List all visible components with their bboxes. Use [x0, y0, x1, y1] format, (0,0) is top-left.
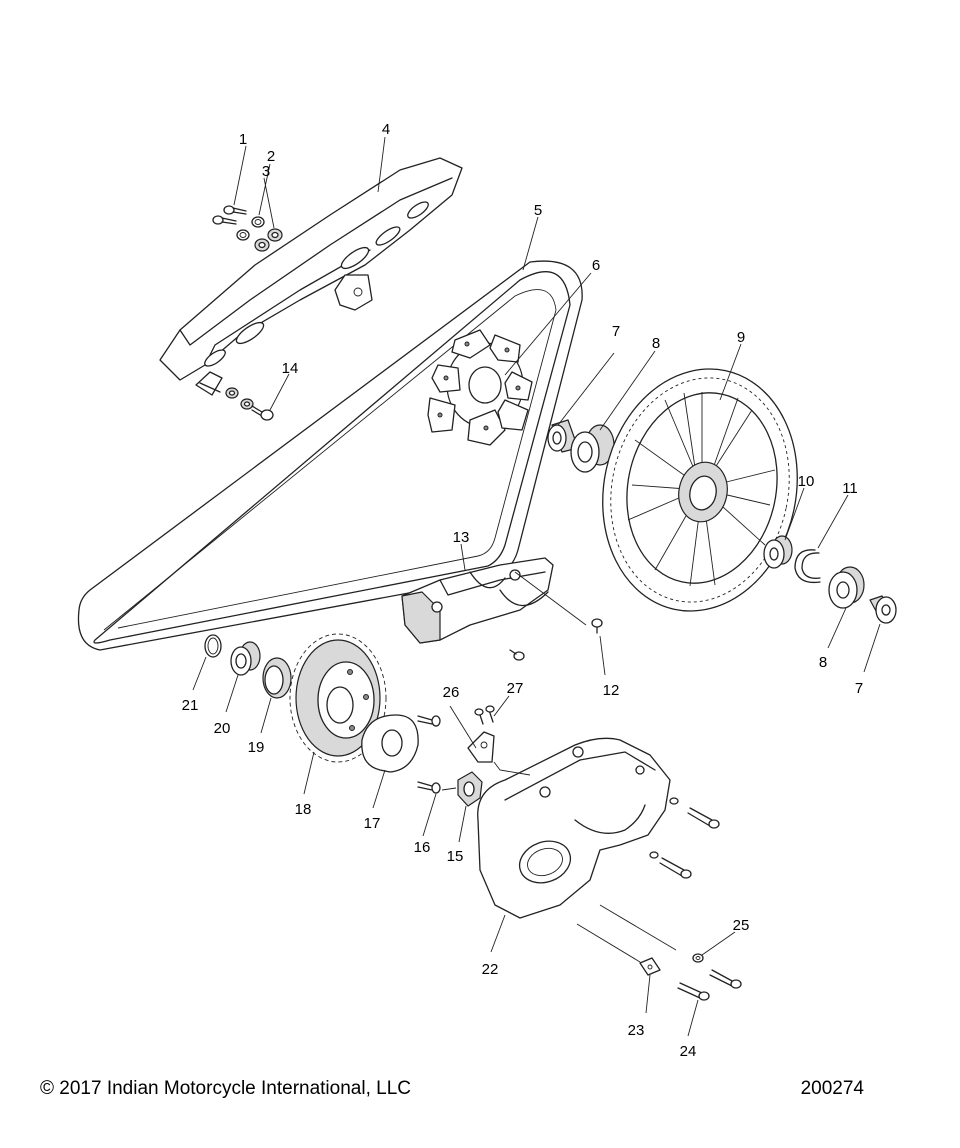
upper-belt-guard[interactable] — [159, 157, 463, 396]
callout-7-right: 7 — [855, 680, 863, 697]
callout-17: 17 — [364, 815, 381, 832]
front-sprocket[interactable] — [289, 633, 387, 763]
wheel-bearing-10[interactable] — [763, 535, 793, 569]
callout-27: 27 — [507, 680, 524, 697]
wheel-spacer-7-right[interactable] — [869, 595, 897, 624]
lock-plate-17[interactable] — [361, 714, 419, 773]
callout-24: 24 — [680, 1043, 697, 1060]
callout-7-left: 7 — [612, 323, 620, 340]
callout-10: 10 — [798, 473, 815, 490]
snap-ring-21[interactable] — [204, 634, 222, 658]
wheel-bearing-8-right[interactable] — [828, 566, 865, 609]
wheel-bearing-8-left[interactable] — [570, 424, 615, 473]
callout-8-left: 8 — [652, 335, 660, 352]
callout-1: 1 — [239, 131, 247, 148]
lower-guard-screw-12[interactable] — [509, 618, 603, 661]
callout-14: 14 — [282, 360, 299, 377]
bracket-screws-27[interactable] — [474, 705, 495, 725]
bracket-26[interactable] — [467, 731, 495, 763]
copyright-notice: © 2017 Indian Motorcycle International, … — [40, 1078, 411, 1099]
callout-26: 26 — [443, 684, 460, 701]
callout-labels: 1 2 3 4 5 6 7 8 9 10 11 12 13 14 15 16 1… — [182, 121, 864, 1060]
bearing-20[interactable] — [230, 641, 261, 676]
guard-nuts-3[interactable] — [254, 228, 283, 252]
callout-21: 21 — [182, 697, 199, 714]
cover-clip-23[interactable] — [639, 957, 661, 976]
sprocket-nut-15[interactable] — [457, 771, 483, 807]
callout-16: 16 — [414, 839, 431, 856]
guard-bolt-14[interactable] — [199, 382, 274, 421]
lower-belt-guard[interactable] — [401, 557, 554, 644]
cush-drive-damper[interactable] — [427, 329, 533, 446]
drawing-number: 200274 — [800, 1078, 864, 1099]
guard-screws-1[interactable] — [212, 205, 247, 225]
callout-20: 20 — [214, 720, 231, 737]
callout-9: 9 — [737, 329, 745, 346]
cover-screws[interactable] — [649, 797, 720, 879]
callout-3: 3 — [262, 163, 270, 180]
callout-6: 6 — [592, 257, 600, 274]
callout-leaders — [192, 136, 881, 1037]
callout-12: 12 — [603, 682, 620, 699]
alignment-lines — [441, 571, 677, 963]
drive-belt[interactable] — [77, 260, 583, 651]
cover-bolt-24[interactable] — [677, 969, 742, 1001]
callout-22: 22 — [482, 961, 499, 978]
callout-2: 2 — [267, 148, 275, 165]
plate-screws-16[interactable] — [417, 715, 441, 794]
callout-25: 25 — [733, 917, 750, 934]
rear-wheel-pulley[interactable] — [581, 351, 820, 630]
callout-8-right: 8 — [819, 654, 827, 671]
seal-19[interactable] — [262, 657, 292, 699]
callout-23: 23 — [628, 1022, 645, 1039]
washer-25[interactable] — [692, 953, 704, 963]
callout-18: 18 — [295, 801, 312, 818]
callout-19: 19 — [248, 739, 265, 756]
callout-5: 5 — [534, 202, 542, 219]
callout-11: 11 — [842, 480, 858, 497]
guard-washers-2[interactable] — [236, 216, 265, 241]
retaining-ring-11[interactable] — [794, 549, 821, 584]
callout-15: 15 — [447, 848, 464, 865]
front-belt-cover[interactable] — [477, 737, 671, 919]
callout-4: 4 — [382, 121, 390, 138]
callout-13: 13 — [453, 529, 470, 546]
